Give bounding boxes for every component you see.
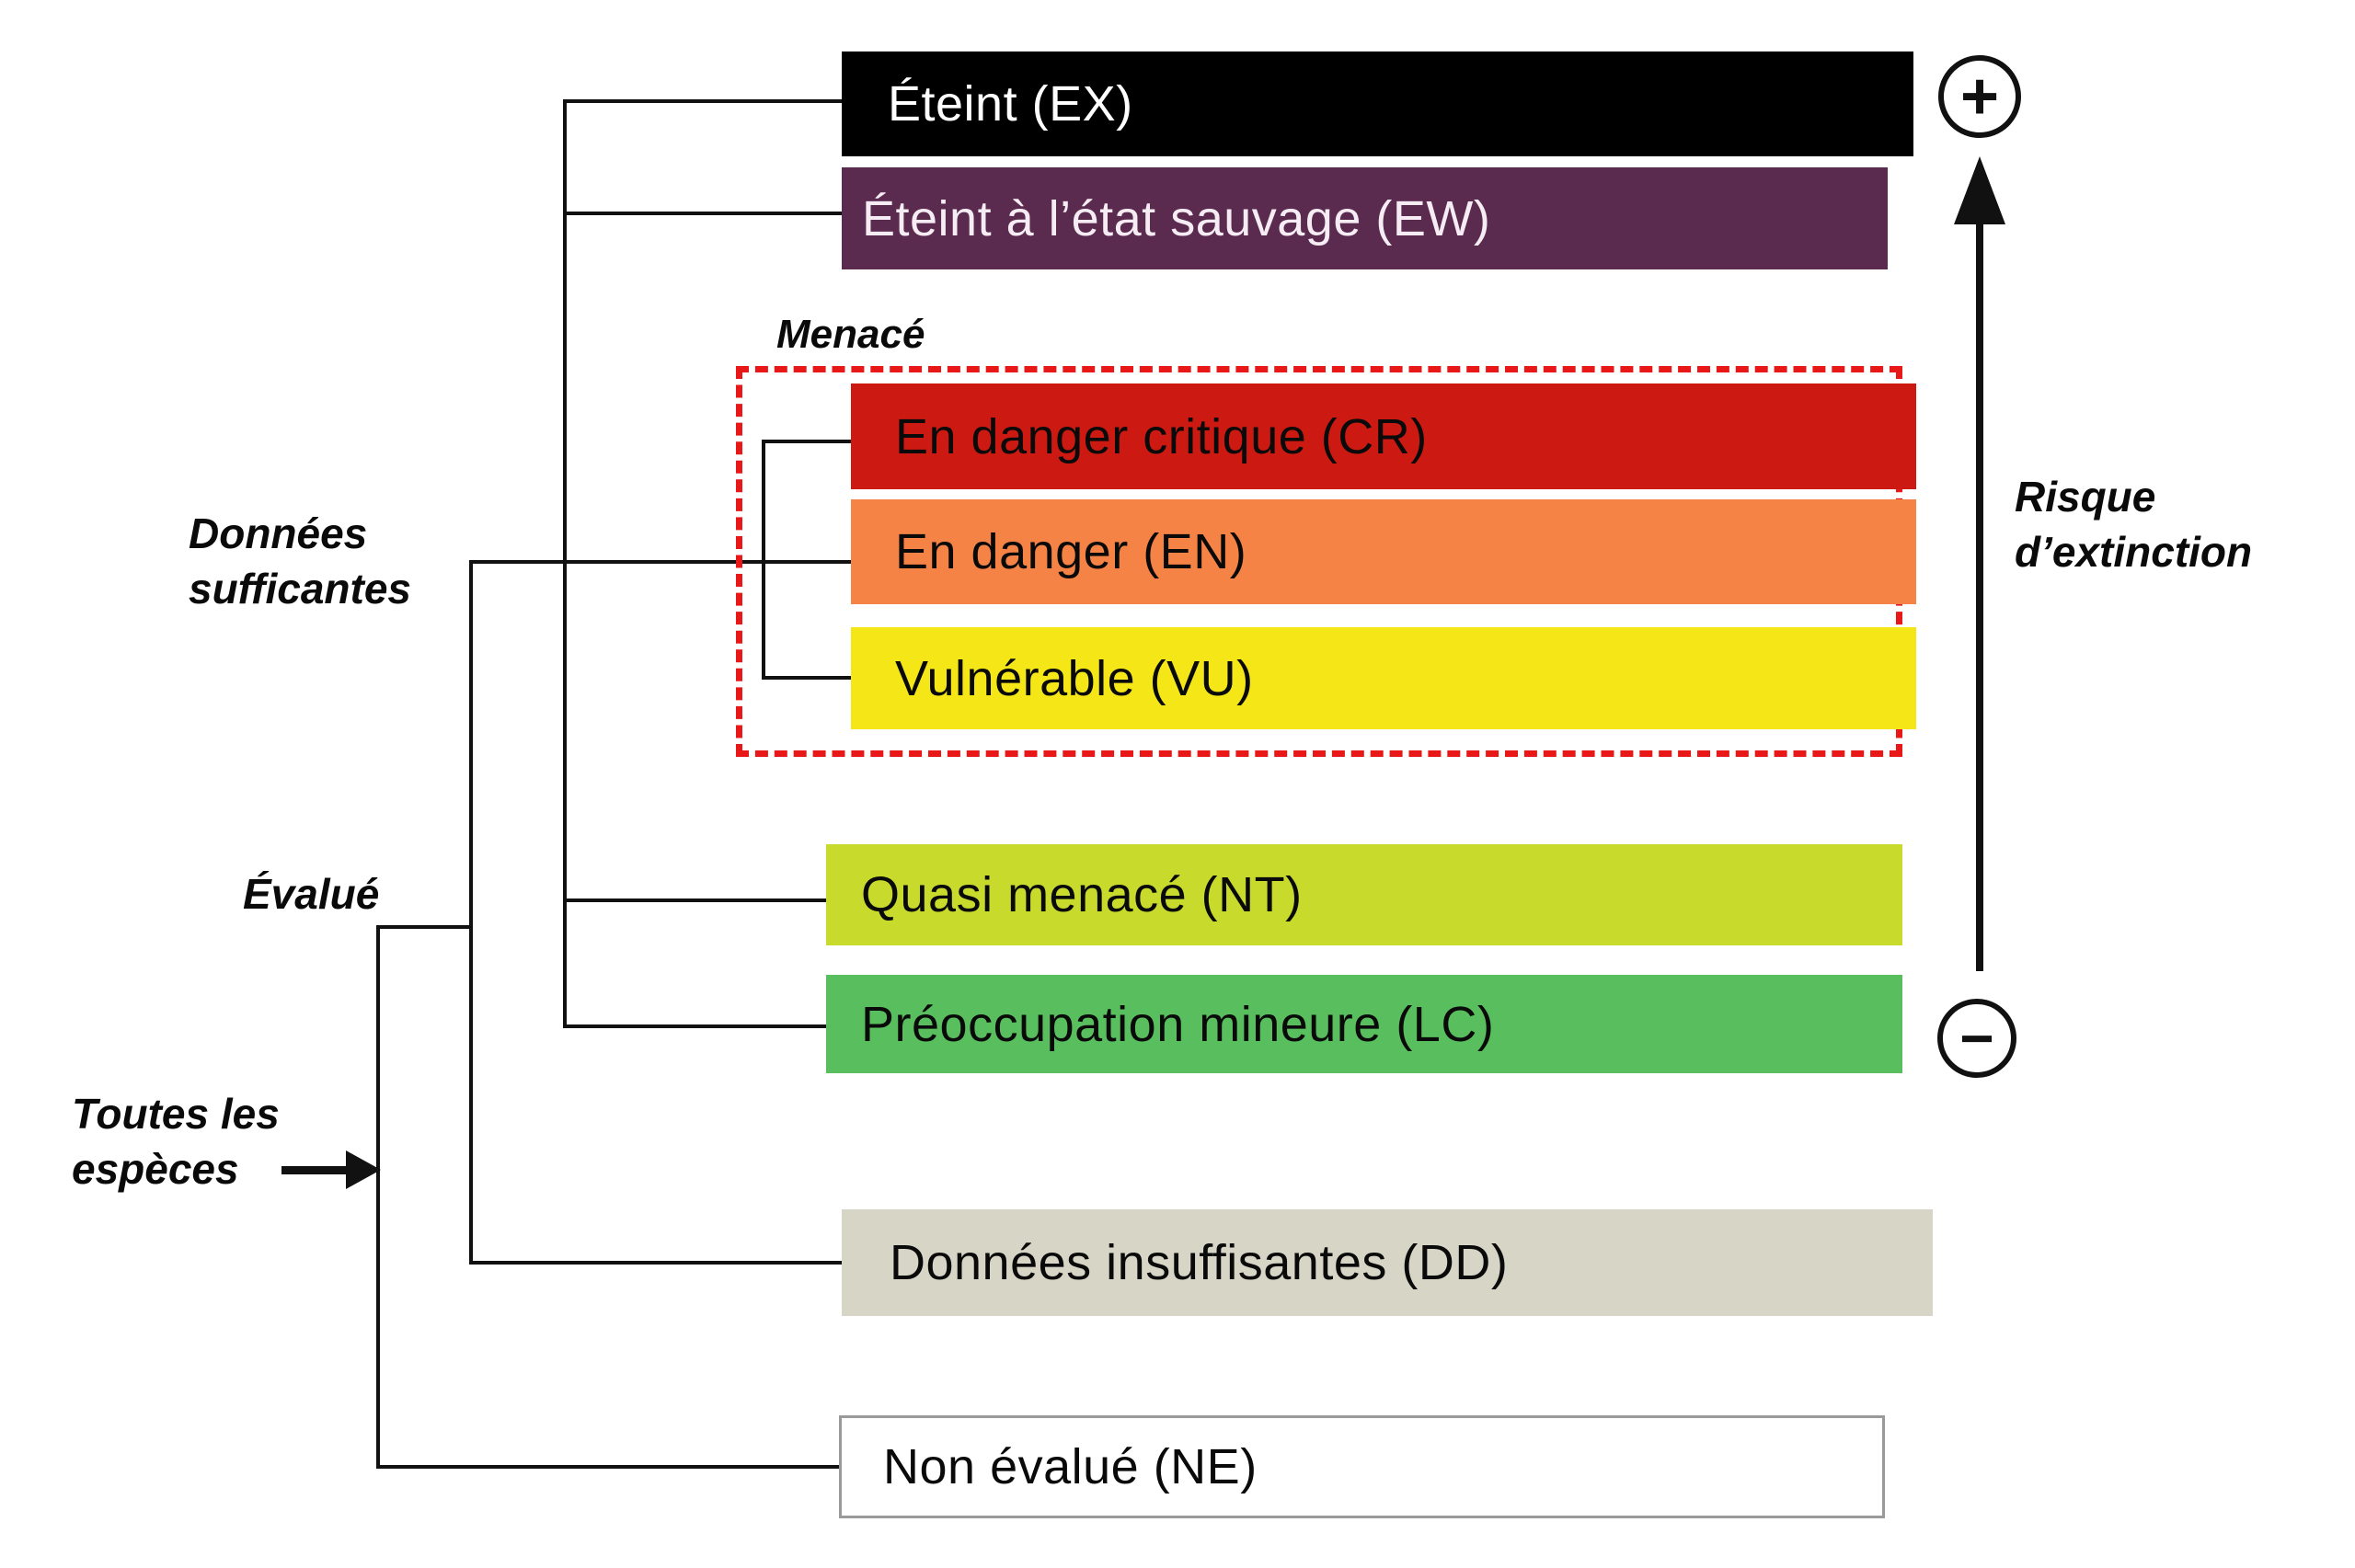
category-bar-ne: Non évalué (NE) [839,1415,1885,1518]
evaluated-label: Évalué [243,870,380,918]
tree-line-to-lc [563,1024,826,1028]
extinction-risk-label-line1: Risque [2015,473,2156,521]
category-bar-en: En danger (EN) [851,499,1916,604]
all-species-label-line1: Toutes les [72,1090,280,1138]
category-bar-ex: Éteint (EX) [842,52,1913,156]
threatened-label: Menacé [776,312,925,357]
extinction-risk-label-line2: d’extinction [2015,528,2253,576]
category-label-lc: Préoccupation mineure (LC) [861,996,1495,1052]
tree-line-threatened-bracket [762,440,765,680]
tree-line-to-nt [563,898,826,902]
category-bar-ew: Éteint à l’état sauvage (EW) [842,167,1888,269]
tree-line-evaluated-vertical [469,560,473,1265]
tree-line-to-ne [376,1465,839,1469]
tree-line-to-dd [469,1261,842,1265]
category-bar-nt: Quasi menacé (NT) [826,844,1902,945]
category-label-ne: Non évalué (NE) [883,1439,1258,1494]
category-label-nt: Quasi menacé (NT) [861,867,1303,922]
tree-line-to-ex [563,99,842,103]
tree-line-evaluated-junction [376,925,473,929]
category-bar-lc: Préoccupation mineure (LC) [826,975,1902,1073]
category-label-dd: Données insuffisantes (DD) [890,1235,1509,1290]
tree-line-data-sufficient-horizontal [469,560,851,564]
tree-line-to-cr [762,440,851,443]
data-sufficient-label: Données sufficantes [189,506,411,616]
category-label-cr: En danger critique (CR) [895,408,1428,464]
category-bar-dd: Données insuffisantes (DD) [842,1209,1933,1316]
up-arrow-icon [1954,156,2005,224]
category-bar-cr: En danger critique (CR) [851,383,1916,489]
extinction-risk-label: Risque d’extinction [2015,469,2252,579]
right-arrow-icon [346,1150,381,1189]
all-species-arrow-shaft [281,1166,348,1174]
tree-line-to-vu [762,676,851,680]
category-label-en: En danger (EN) [895,524,1247,579]
tree-line-data-sufficient-vertical [563,99,567,1028]
minus-icon: − [1959,1005,1994,1071]
minus-circle-icon: − [1937,999,2016,1078]
tree-line-to-ew [563,212,842,215]
all-species-label-line2: espèces [72,1145,239,1193]
all-species-label: Toutes les espèces [72,1086,280,1196]
category-label-vu: Vulnérable (VU) [895,650,1254,706]
data-sufficient-label-line2: sufficantes [189,565,412,612]
extinction-risk-arrow-shaft [1976,221,1983,971]
category-label-ex: Éteint (EX) [888,76,1133,132]
category-bar-vu: Vulnérable (VU) [851,627,1916,729]
tree-line-all-species-vertical [376,925,380,1469]
plus-circle-icon: + [1938,55,2021,138]
data-sufficient-label-line1: Données [189,509,368,557]
plus-icon: + [1959,60,2000,133]
category-label-ew: Éteint à l’état sauvage (EW) [862,190,1491,246]
